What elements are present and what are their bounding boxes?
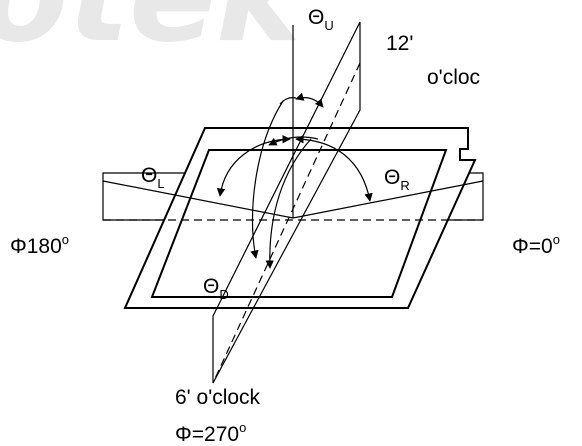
theta-l-subscript: L	[157, 176, 164, 191]
theta-d-label: ΘD	[203, 275, 229, 302]
theta-r-subscript: R	[400, 178, 409, 193]
panel-outer-frame	[123, 127, 477, 309]
phi-270-text: Φ=270	[175, 423, 239, 446]
left-view-line	[102, 180, 294, 219]
theta-l-symbol: Θ	[141, 164, 157, 187]
right-view-line	[292, 180, 484, 219]
theta-u-label: ΘU	[308, 6, 334, 33]
phi-180-degree: o	[62, 232, 69, 247]
theta-l-arc	[216, 135, 291, 197]
theta-u-subscript: U	[324, 18, 333, 33]
theta-r-label: ΘR	[384, 166, 410, 193]
six-oclock-label: 6' o'clock	[175, 386, 261, 409]
theta-r-symbol: Θ	[384, 166, 400, 189]
theta-l-label: ΘL	[141, 164, 165, 191]
vertical-plane-axis	[212, 62, 361, 384]
theta-d-arc	[250, 100, 284, 259]
theta-d-symbol: Θ	[203, 275, 219, 298]
phi-0-text: Φ=0	[512, 235, 553, 258]
phi-0-degree: o	[553, 232, 560, 247]
phi-0-label: Φ=0o	[512, 232, 560, 258]
phi-180-text: Φ180	[10, 235, 62, 258]
theta-u-symbol: Θ	[308, 6, 324, 29]
phi-180-label: Φ180o	[10, 232, 69, 258]
twelve-oclock-line1: 12'	[386, 32, 413, 55]
theta-r-arc	[295, 134, 373, 202]
phi-270-label: Φ=270o	[175, 420, 246, 446]
theta-u-arc	[295, 92, 324, 108]
theta-d-arc-2	[265, 138, 312, 269]
twelve-oclock-line2: o'cloc	[427, 66, 480, 89]
watermark-text: otek	[0, 0, 308, 71]
theta-d-subscript: D	[219, 287, 228, 302]
phi-270-degree: o	[239, 420, 246, 435]
